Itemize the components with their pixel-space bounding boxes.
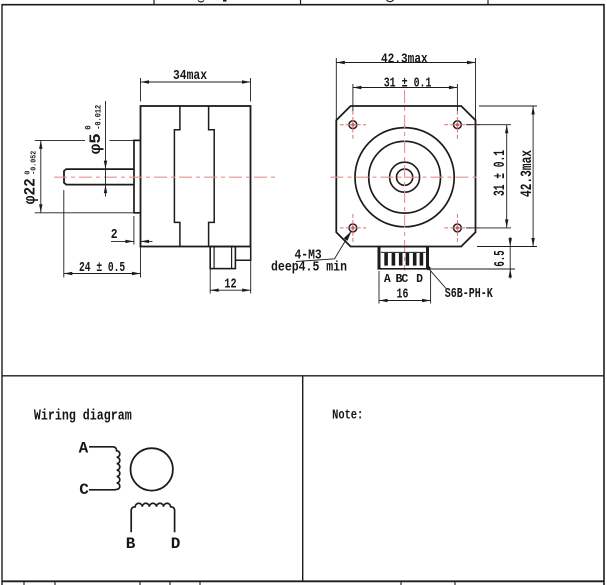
svg-text:Note:: Note: [332, 408, 363, 424]
svg-text:12: 12 [224, 276, 236, 292]
svg-text:S6B-PH-K: S6B-PH-K [445, 286, 493, 302]
svg-text:31 ± 0.1: 31 ± 0.1 [384, 75, 432, 91]
svg-text:A: A [79, 440, 89, 458]
svg-text:16: 16 [397, 286, 409, 302]
svg-text:34max: 34max [173, 68, 207, 84]
svg-text:0: 0 [85, 125, 94, 130]
svg-text:4-M3: 4-M3 [295, 248, 322, 264]
svg-text:-0.012: -0.012 [94, 105, 103, 130]
svg-text:D: D [171, 535, 181, 553]
svg-text:A: A [384, 273, 391, 286]
svg-text:deep4.5 min: deep4.5 min [271, 260, 347, 276]
svg-text:φ22: φ22 [21, 178, 39, 204]
svg-text:6.5: 6.5 [492, 250, 509, 266]
svg-text:2: 2 [111, 227, 118, 243]
svg-text:24 ± 0.5: 24 ± 0.5 [79, 260, 125, 276]
svg-text:B: B [126, 535, 136, 553]
svg-text:0: 0 [24, 170, 32, 175]
svg-text:42.3max: 42.3max [381, 51, 428, 67]
svg-text:C: C [79, 481, 89, 499]
svg-text:42.3max: 42.3max [518, 150, 536, 197]
svg-text:31 ± 0.1: 31 ± 0.1 [491, 150, 509, 196]
svg-text:Wiring diagram: Wiring diagram [34, 407, 132, 424]
svg-text:D: D [416, 273, 423, 286]
svg-text:φ5: φ5 [87, 133, 105, 154]
svg-text:B: B [395, 273, 402, 286]
svg-text:-0.052: -0.052 [30, 150, 38, 174]
svg-text:C: C [401, 273, 408, 286]
